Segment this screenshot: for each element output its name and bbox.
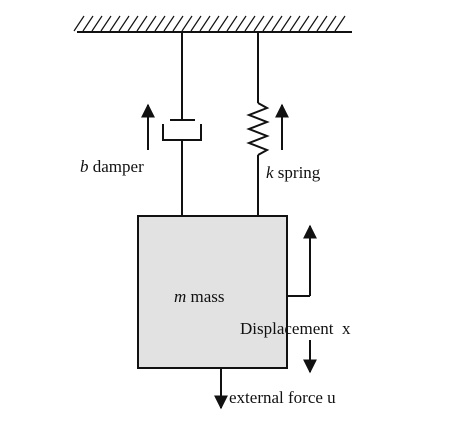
hatch-mark <box>235 15 247 32</box>
hatch-mark <box>190 15 202 32</box>
hatch-mark <box>82 15 94 32</box>
damper-label: b damper <box>80 157 144 176</box>
hatch-mark <box>262 15 274 32</box>
hatch-mark <box>118 15 130 32</box>
hatch-mark <box>244 15 256 32</box>
hatch-mark <box>73 15 85 32</box>
hatch-mark <box>325 15 337 32</box>
hatch-mark <box>199 15 211 32</box>
mass-symbol: m <box>174 287 186 306</box>
hatch-mark <box>100 15 112 32</box>
hatch-mark <box>334 15 346 32</box>
spring-coil <box>246 102 270 156</box>
hatch-mark <box>172 15 184 32</box>
hatch-mark <box>163 15 175 32</box>
hatch-mark <box>316 15 328 32</box>
hatch-mark <box>307 15 319 32</box>
hatch-mark <box>109 15 121 32</box>
hatch-mark <box>154 15 166 32</box>
hatch-mark <box>91 15 103 32</box>
damper <box>162 32 202 216</box>
spring-symbol: k <box>266 163 274 182</box>
damper-symbol: b <box>80 157 89 176</box>
spring-text: spring <box>274 163 321 182</box>
damper-text: damper <box>89 157 145 176</box>
hatch-mark <box>280 15 292 32</box>
hatch-mark <box>226 15 238 32</box>
hatch-mark <box>145 15 157 32</box>
spring-label: k spring <box>266 163 321 182</box>
mass-text: mass <box>186 287 224 306</box>
hatch-mark <box>127 15 139 32</box>
mass-label: m mass <box>174 287 225 306</box>
hatch-mark <box>217 15 229 32</box>
spring <box>246 32 270 216</box>
hatch-mark <box>289 15 301 32</box>
ceiling <box>73 15 352 33</box>
hatch-mark <box>298 15 310 32</box>
damper-cylinder <box>162 124 202 141</box>
hatch-mark <box>271 15 283 32</box>
ceiling-hatching <box>73 15 346 32</box>
displacement-indicator <box>287 224 317 374</box>
external-force-label: external force u <box>229 388 336 407</box>
hatch-mark <box>253 15 265 32</box>
mass-block <box>137 215 288 369</box>
hatch-mark <box>181 15 193 32</box>
displacement-label: Displacement x <box>240 319 351 338</box>
hatch-mark <box>136 15 148 32</box>
hatch-mark <box>208 15 220 32</box>
